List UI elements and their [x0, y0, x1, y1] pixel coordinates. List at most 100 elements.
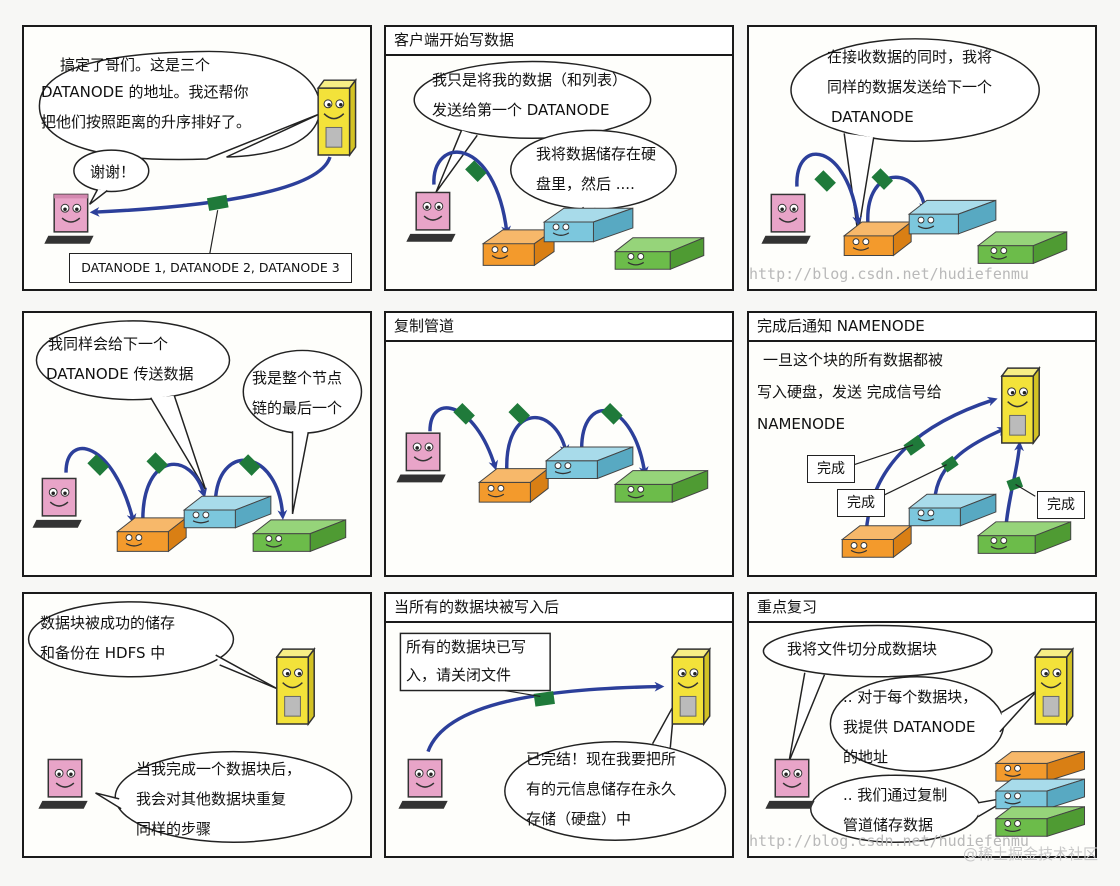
datanode-green-icon [976, 231, 1068, 265]
bubble-text-line: 和备份在 HDFS 中 [40, 644, 166, 662]
bubble-text-line: 我只是将我的数据（和列表） [432, 71, 628, 89]
datanode-blue-icon [994, 778, 1086, 810]
data-packet-icon [239, 454, 261, 476]
bubble-text-line: 搞定了哥们。这是三个 [60, 56, 211, 74]
bubble-text-line: 盘里，然后 .... [536, 175, 635, 193]
datanode-address-list: DATANODE 1, DATANODE 2, DATANODE 3 [69, 253, 352, 283]
namenode-server-icon [275, 646, 316, 727]
datanode-blue-icon [544, 446, 634, 480]
data-packet-icon [87, 454, 109, 476]
panel-2: 客户端开始写数据 [384, 25, 734, 291]
thanks-text: 谢谢！ [90, 163, 136, 181]
datanode-orange-icon [481, 228, 556, 267]
bubble-text-line: 管道储存数据 [843, 816, 934, 834]
client-computer-icon [38, 758, 88, 809]
speech-bubble [114, 750, 353, 843]
panel-3: 在接收数据的同时，我将 同样的数据发送给下一个 DATANODE http://… [747, 25, 1097, 291]
data-arrow [795, 152, 863, 226]
data-packet-icon [941, 455, 959, 473]
speech-bubble [504, 741, 727, 841]
speech-bubble [73, 149, 150, 193]
data-packet-icon [533, 691, 555, 707]
datanode-orange-icon [115, 516, 188, 553]
data-packet-icon [1006, 476, 1024, 492]
speech-bubble [762, 624, 993, 678]
bubble-text-line: 我将数据储存在硬 [536, 145, 657, 163]
datanode-blue-icon [907, 199, 997, 235]
datanode-blue-icon [542, 207, 634, 243]
data-packet-icon [146, 452, 169, 474]
panel-text-line: 一旦这个块的所有数据都被 [763, 351, 944, 369]
datanode-blue-icon [907, 493, 997, 527]
bubble-text-line: 我会对其他数据块重复 [136, 790, 287, 808]
data-packet-icon [508, 403, 531, 425]
bubble-text-line: .. 对于每个数据块， [843, 688, 978, 706]
bubble-text-line: .. 我们通过复制 [843, 786, 948, 804]
data-packet-icon [871, 168, 894, 190]
bubble-text-line: 的地址 [843, 748, 889, 766]
bubble-text-line: 发送给第一个 DATANODE [432, 101, 610, 119]
watermark-text: http://blog.csdn.net/hudiefenmu [749, 265, 1029, 283]
datanode-orange-icon [840, 524, 913, 559]
panel-6: 完成后通知 NAMENODE [747, 311, 1097, 577]
data-packet-icon [206, 194, 229, 211]
bubble-text-line: 链的最后一个 [252, 399, 343, 417]
bubble-text-line: 在接收数据的同时，我将 [827, 48, 993, 66]
datanode-green-icon [251, 519, 347, 553]
bubble-text-line: 当我完成一个数据块后， [136, 760, 302, 778]
done-label: 完成 [1037, 491, 1085, 519]
client-computer-icon [765, 758, 815, 809]
namenode-server-icon [670, 646, 712, 727]
speech-bubble [790, 38, 1040, 142]
client-computer-icon [396, 432, 446, 483]
datanode-green-icon [613, 237, 705, 271]
client-computer-icon [44, 193, 94, 244]
panel-4: 我同样会给下一个 DATANODE 传送数据 我是整个节点 链的最后一个 [22, 311, 372, 577]
panel-title: 客户端开始写数据 [386, 27, 732, 56]
bubble-text-line: 我是整个节点 [252, 369, 343, 387]
done-label: 完成 [837, 489, 885, 517]
bubble-text-line: 我提供 DATANODE [843, 718, 976, 736]
data-packet-icon [903, 435, 926, 456]
client-computer-icon [32, 477, 82, 528]
panel-title: 复制管道 [386, 313, 732, 342]
panel-8: 当所有的数据块被写入后 所有的数据块已写 入，请关闭文件 已完结！现在我要把所 … [384, 592, 734, 858]
bubble-text-line: 存储（硬盘）中 [526, 810, 632, 828]
data-arrow [432, 150, 511, 236]
datanode-green-icon [976, 521, 1072, 555]
data-packet-icon [601, 403, 623, 425]
client-computer-icon [406, 191, 456, 242]
message-text-line: 入，请关闭文件 [406, 666, 512, 684]
data-arrow [89, 156, 332, 217]
bubble-text-line: 同样的数据发送给下一个 [827, 78, 993, 96]
panel-1: 搞定了哥们。这是三个 DATANODE 的地址。我还帮你 把他们按照距离的升序排… [22, 25, 372, 291]
data-arrow [428, 406, 498, 471]
message-box [399, 632, 551, 692]
bubble-text-line: DATANODE 传送数据 [46, 365, 194, 383]
datanode-green-icon [613, 469, 709, 503]
client-computer-icon [761, 193, 811, 244]
data-packet-icon [453, 403, 475, 425]
panel-title: 当所有的数据块被写入后 [386, 594, 732, 623]
data-arrow [426, 681, 665, 753]
datanode-orange-icon [477, 467, 550, 504]
bubble-text-line: 已完结！现在我要把所 [526, 750, 677, 768]
data-arrow [866, 175, 929, 223]
watermark-text: http://blog.csdn.net/hudiefenmu [749, 832, 1029, 850]
data-packet-icon [814, 170, 836, 192]
message-text-line: 所有的数据块已写 [406, 638, 527, 656]
panel-7: 数据块被成功的储存 和备份在 HDFS 中 当我完成一个数据块后， 我会对其他数… [22, 592, 372, 858]
bubble-text-line: 把他们按照距离的升序排好了。 [41, 113, 252, 131]
done-label: 完成 [807, 455, 855, 483]
panel-text-line: 写入硬盘，发送 完成信号给 [757, 383, 942, 401]
data-arrow [64, 446, 137, 524]
datanode-blue-icon [182, 495, 272, 529]
panel-5: 复制管道 [384, 311, 734, 577]
panel-text-line: NAMENODE [757, 415, 845, 433]
client-computer-icon [398, 758, 448, 809]
panel-title: 完成后通知 NAMENODE [749, 313, 1095, 342]
data-packet-icon [465, 160, 487, 182]
datanode-orange-icon [994, 750, 1086, 782]
bubble-text-line: 同样的步骤 [136, 820, 212, 838]
speech-bubble [413, 60, 652, 140]
